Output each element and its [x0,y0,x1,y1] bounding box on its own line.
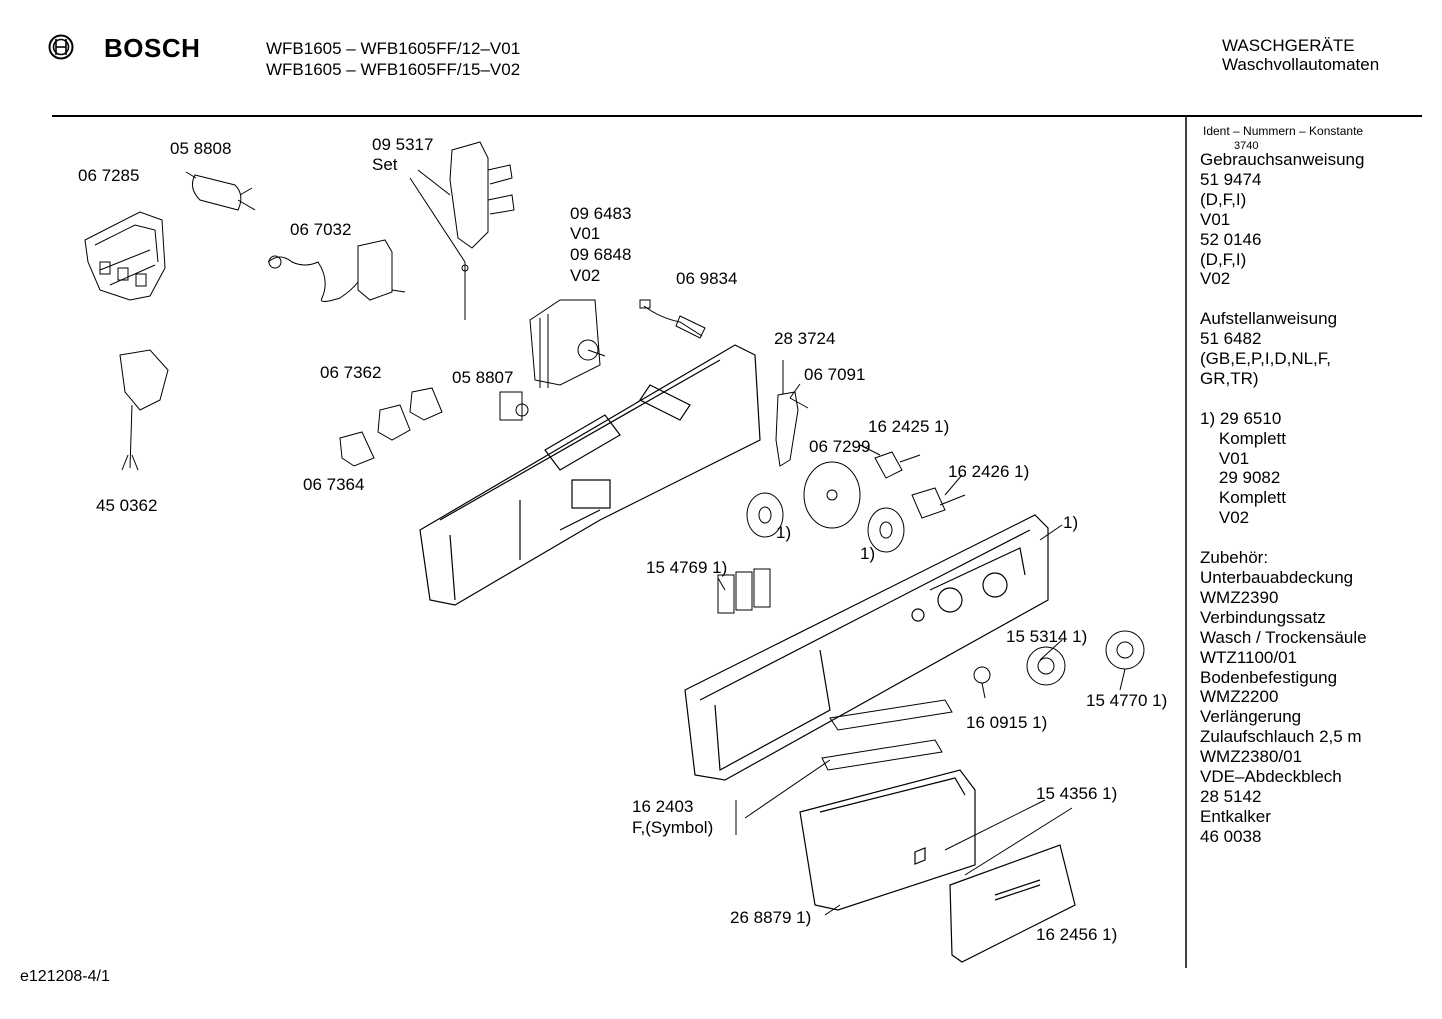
part-flap [949,844,1076,963]
sidebar-line: Zulaufschlauch 2,5 m [1200,727,1362,747]
part-clip [775,360,801,467]
part-potentiometer [499,391,529,421]
label-067362: 06 7362 [320,363,382,382]
label-note-3: 1) [860,544,876,563]
part-capacitor [185,171,256,211]
sidebar-line: (D,F,I) [1200,249,1247,269]
label-162403: 16 2403 [632,797,694,816]
bosch-armature-icon [48,34,74,60]
sidebar-line: 46 0038 [1200,826,1262,846]
sidebar-line: Komplett [1200,488,1286,508]
ident-title: Ident – Nummern – Konstante [1203,124,1364,138]
part-thermostat [267,239,406,302]
sidebar-line: Entkalker [1200,806,1271,826]
label-067032: 06 7032 [290,220,352,239]
sidebar-line: Verbindungssatz [1200,607,1326,627]
sidebar-line: V02 [1200,508,1250,528]
category-line-2: Waschvollautomaten [1222,55,1380,74]
part-cable [639,299,706,339]
sidebar-line: (D,F,I) [1200,189,1247,209]
part-switch-set [409,141,515,320]
sidebar-line: 28 5142 [1200,786,1262,806]
label-096483: 09 6483 [570,204,632,223]
label-067091: 06 7091 [804,365,866,384]
sidebar-line: 29 9082 [1200,468,1281,488]
category-line-1: WASCHGERÄTE [1222,36,1355,55]
label-058807: 05 8807 [452,368,514,387]
part-bracket [84,211,166,301]
label-162425: 16 2425 1) [868,417,950,436]
sidebar-line: V02 [1200,269,1231,289]
sidebar-line: Zubehör: [1200,548,1269,568]
label-set: Set [372,155,398,174]
sidebar-line: Aufstellanweisung [1200,309,1338,329]
label-162426: 16 2426 1) [948,462,1030,481]
label-069834: 06 9834 [676,269,738,288]
label-268879: 26 8879 1) [730,908,812,927]
sidebar-line: WMZ2200 [1200,687,1279,707]
sidebar-line: WMZ2380/01 [1200,747,1303,767]
label-155314: 15 5314 1) [1006,627,1088,646]
sidebar-line: V01 [1200,448,1250,468]
part-front-panel [684,514,1049,781]
part-switches [339,387,443,467]
sidebar-line: V01 [1200,209,1231,229]
label-v02: V02 [570,266,601,285]
model-line-2: WFB1605 – WFB1605FF/15–V02 [266,60,521,79]
sidebar-line: 52 0146 [1200,229,1262,249]
sidebar-line: 51 9474 [1200,169,1262,189]
label-154769: 15 4769 1) [646,558,728,577]
label-160915: 16 0915 1) [966,713,1048,732]
sidebar-line: VDE–Abdeckblech [1200,767,1342,787]
part-buttons [717,568,771,614]
sidebar-line [1200,289,1367,309]
sidebar-line [1200,528,1367,548]
leader-lines [717,397,1126,916]
part-symbol-plates [821,699,953,771]
sidebar-line [1200,389,1367,409]
sidebar-line: 51 6482 [1200,329,1262,349]
label-283724: 28 3724 [774,329,836,348]
label-067299: 06 7299 [809,437,871,456]
label-note-1: 1) [1063,513,1079,532]
part-knobs [973,630,1145,686]
bosch-logo [48,34,74,65]
sidebar-line: Bodenbefestigung [1200,667,1338,687]
sidebar-line: 1) 29 6510 [1200,408,1282,428]
sidebar-line: WTZ1100/01 [1200,647,1298,667]
label-095317: 09 5317 [372,135,434,154]
label-162456: 16 2456 1) [1036,925,1118,944]
sidebar-line: GR,TR) [1200,368,1259,388]
label-154356: 15 4356 1) [1036,784,1118,803]
sidebar-line: Gebrauchsanweisung [1200,150,1365,169]
label-450362: 45 0362 [96,496,158,515]
drawing-id: e121208-4/1 [20,968,110,985]
sidebar-line: Unterbauabdeckung [1200,567,1354,587]
sidebar-line: Verlängerung [1200,707,1302,727]
label-058808: 05 8808 [170,139,232,158]
label-v01: V01 [570,224,601,243]
ident-value: 3740 [1234,140,1259,152]
label-symbol: F,(Symbol) [632,818,714,837]
sidebar-line: WMZ2390 [1200,587,1279,607]
part-mains-cable [119,349,169,471]
sidebar-line: Wasch / Trockensäule [1200,627,1367,647]
sidebar-line: (GB,E,P,I,D,NL,F, [1200,349,1332,369]
model-line-1: WFB1605 – WFB1605FF/12–V01 [266,39,521,58]
label-067364: 06 7364 [303,475,365,494]
part-drawer [799,769,976,911]
label-067285: 06 7285 [78,166,140,185]
part-programmer [529,299,606,388]
label-096848: 09 6848 [570,245,632,264]
part-control-housing [419,344,761,606]
label-154770: 15 4770 1) [1086,691,1168,710]
sidebar-line: Komplett [1200,428,1286,448]
label-note-2: 1) [776,523,792,542]
part-knob-holders [746,451,966,553]
brand-name: BOSCH [104,33,201,63]
